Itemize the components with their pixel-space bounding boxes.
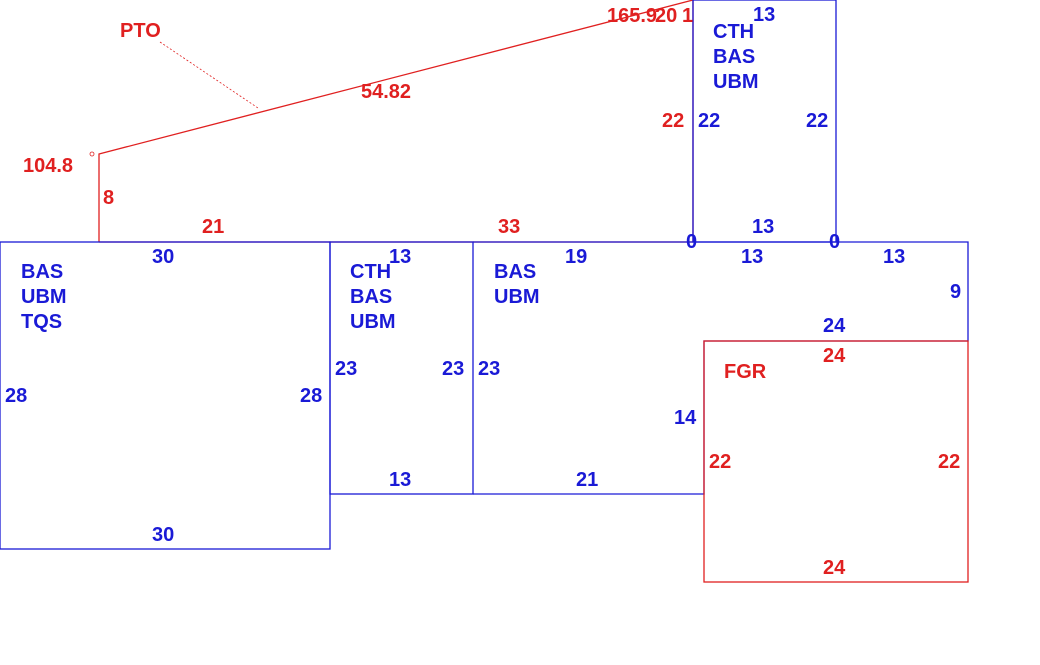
bas-right-dim-right: 9 <box>950 281 962 303</box>
pto-bottom-right: 33 <box>498 216 521 238</box>
pto-right-side: 22 <box>662 110 685 132</box>
fgr-dim-top: 24 <box>823 345 846 367</box>
pto-top-right-b: 1 <box>682 5 694 27</box>
cth-mid-codes: CTH BAS UBM <box>350 260 396 335</box>
cth-mid-code-1: CTH <box>350 261 392 283</box>
bas-right-dim-top-a: 19 <box>565 246 588 268</box>
bas-left-dim-bottom: 30 <box>152 524 175 546</box>
cth-top-code-2: BAS <box>713 46 756 68</box>
bas-left-dim-top: 30 <box>152 246 175 268</box>
bas-right-dim-step-v: 14 <box>674 407 697 429</box>
bas-right-dim-left: 23 <box>478 358 501 380</box>
bas-left-code-2: UBM <box>21 286 67 308</box>
bas-right-codes: BAS UBM <box>494 260 540 310</box>
pto-outline <box>89 0 694 243</box>
cth-mid-dim-bottom: 13 <box>389 469 412 491</box>
pto-top-right-a: 20 <box>655 5 678 27</box>
pto-angle-left: 104.8 <box>23 155 74 177</box>
cth-mid-dim-right: 23 <box>442 358 465 380</box>
cth-mid-code-3: UBM <box>350 311 396 333</box>
fgr-dim-bottom: 24 <box>823 557 846 579</box>
cth-top-corner-left: 0 <box>686 231 698 253</box>
fgr-dim-right: 22 <box>938 451 961 473</box>
cth-top-dim-left: 22 <box>698 110 721 132</box>
bas-right-dim-step-h: 24 <box>823 315 846 337</box>
pto-bottom-left: 21 <box>202 216 225 238</box>
bas-left-code-1: BAS <box>21 261 64 283</box>
cth-top-code-3: UBM <box>713 71 759 93</box>
bas-right-dim-bottom: 21 <box>576 469 599 491</box>
cth-top-corner-right: 0 <box>829 231 841 253</box>
bas-right-dim-top-c: 13 <box>883 246 906 268</box>
cth-mid-outline <box>329 241 474 495</box>
cth-top-dim-top: 13 <box>753 4 776 26</box>
cth-mid-dim-top: 13 <box>389 246 412 268</box>
cth-top-code-1: CTH <box>713 21 755 43</box>
bas-left-codes: BAS UBM TQS <box>21 260 67 335</box>
pto-angle-right: 165.9 <box>607 5 658 27</box>
fgr-code-label: FGR <box>724 361 767 383</box>
cth-top-dim-right: 22 <box>806 110 829 132</box>
cth-mid-dim-left: 23 <box>335 358 358 380</box>
fgr-outline <box>703 340 969 583</box>
cth-top-codes: CTH BAS UBM <box>713 20 759 95</box>
cth-mid-code-2: BAS <box>350 286 393 308</box>
bas-left-dim-left: 28 <box>5 385 28 407</box>
pto-left-side: 8 <box>103 187 115 209</box>
bas-right-code-2: UBM <box>494 286 540 308</box>
bas-right-dim-top-b: 13 <box>741 246 764 268</box>
bas-right-code-1: BAS <box>494 261 537 283</box>
bas-left-dim-right: 28 <box>300 385 323 407</box>
pto-slope-length: 54.82 <box>361 81 412 103</box>
pto-code-label: PTO <box>120 20 161 42</box>
fgr-dim-left: 22 <box>709 451 732 473</box>
bas-left-code-3: TQS <box>21 311 63 333</box>
cth-top-dim-bottom: 13 <box>752 216 775 238</box>
